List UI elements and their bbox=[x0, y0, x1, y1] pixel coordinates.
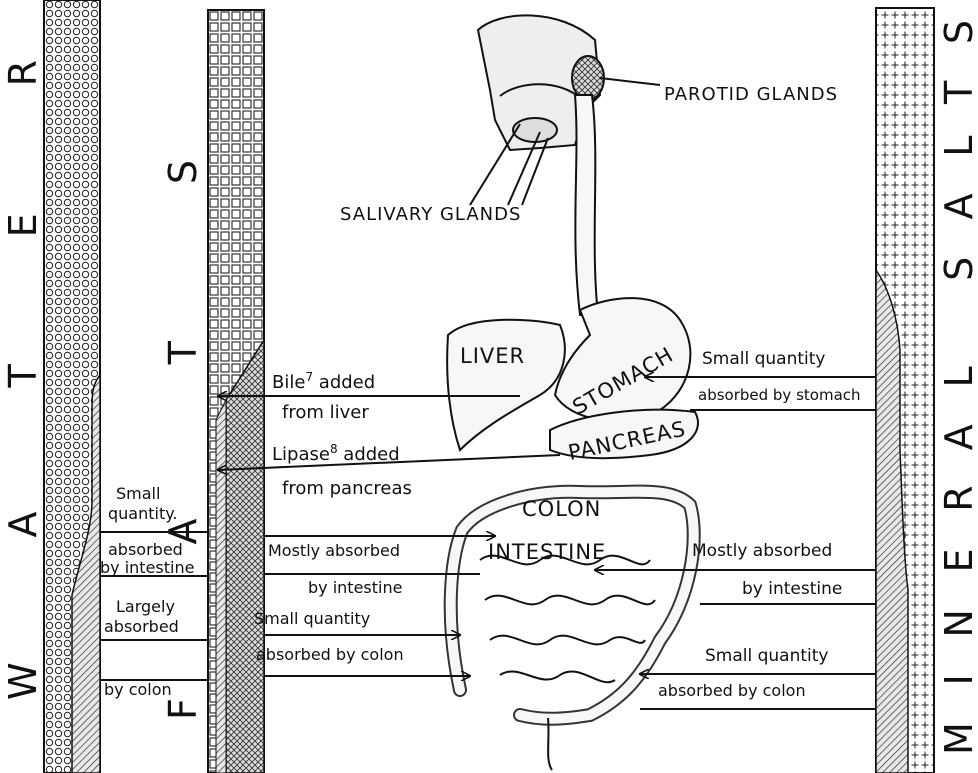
small-intestine-shape bbox=[480, 556, 655, 683]
bile-note-line2: from liver bbox=[282, 402, 369, 423]
salts-colon-note-1: Small quantity bbox=[705, 646, 829, 666]
water-colon-channel bbox=[100, 640, 208, 680]
water-colon-note-1: Largely bbox=[116, 597, 175, 616]
salts-colon-note-2: absorbed by colon bbox=[658, 681, 806, 700]
water-title: WATER bbox=[1, 60, 45, 700]
salivary-glands-label: SALIVARY GLANDS bbox=[340, 204, 521, 225]
water-intestine-note-4: by intestine bbox=[100, 558, 194, 577]
bile-note: Bile7 added bbox=[272, 370, 375, 393]
fats-title: FATS bbox=[161, 160, 205, 720]
water-colon-note-3: by colon bbox=[104, 680, 172, 699]
svg-text:WATER: WATER bbox=[1, 60, 45, 700]
water-intestine-note-2: quantity. bbox=[108, 504, 178, 523]
intestine-label: INTESTINE bbox=[488, 540, 606, 564]
parotid-gland-shape bbox=[572, 56, 604, 100]
svg-text:FATS: FATS bbox=[161, 160, 205, 720]
liver-label: LIVER bbox=[460, 344, 525, 368]
salts-intestine-note-2: by intestine bbox=[742, 579, 842, 599]
colon-label: COLON bbox=[522, 497, 601, 521]
salts-stomach-note-1: Small quantity bbox=[702, 349, 826, 369]
parotid-leader bbox=[600, 78, 660, 85]
svg-text:MINERAL SALTS: MINERAL SALTS bbox=[937, 20, 978, 755]
digestive-tract-illustration bbox=[447, 15, 698, 770]
lipase-note: Lipase8 added bbox=[272, 442, 400, 465]
parotid-glands-label: PAROTID GLANDS bbox=[664, 84, 838, 105]
water-intestine-note-1: Small bbox=[116, 484, 160, 503]
salts-intestine-note-1: Mostly absorbed bbox=[692, 541, 832, 561]
fats-intestine-note-2: by intestine bbox=[308, 578, 402, 597]
mineral-salts-column bbox=[876, 8, 934, 773]
fats-intestine-note-1: Mostly absorbed bbox=[268, 541, 400, 560]
fats-colon-note-1: Small quantity bbox=[254, 609, 370, 628]
water-colon-note-2: absorbed bbox=[104, 617, 179, 636]
fats-colon-note-2: absorbed by colon bbox=[256, 645, 404, 664]
liver-shape bbox=[447, 320, 565, 450]
mineral-salts-title: MINERAL SALTS bbox=[937, 20, 978, 755]
esophagus-shape bbox=[575, 95, 598, 315]
water-column bbox=[44, 0, 100, 773]
lipase-note-line2: from pancreas bbox=[282, 478, 412, 499]
water-intestine-note-3: absorbed bbox=[108, 540, 183, 559]
salts-stomach-note-2: absorbed by stomach bbox=[698, 386, 861, 404]
